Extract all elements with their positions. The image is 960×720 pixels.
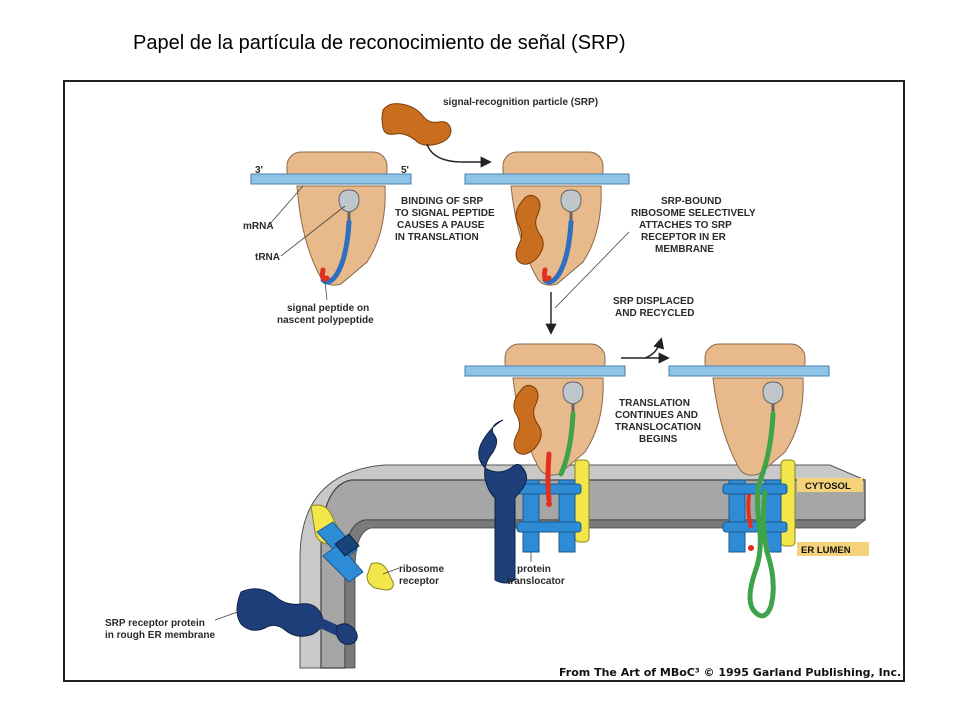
srp-pathway-diagram: 3' 5' signal-recognition particle (SRP) … [105, 97, 901, 679]
ribosome-step3 [464, 343, 626, 553]
mrna-label: mRNA [243, 221, 274, 232]
translation-line-2: CONTINUES AND [615, 410, 698, 421]
er-lumen-tag [797, 542, 869, 556]
binding-caption: BINDING OF SRP TO SIGNAL PEPTIDE CAUSES … [395, 196, 495, 243]
ribosome-receptor-label-1: ribosome [399, 564, 444, 575]
ribosome-step4 [668, 343, 830, 619]
translation-line-3: TRANSLOCATION [615, 422, 701, 433]
binding-line-2: TO SIGNAL PEPTIDE [395, 208, 495, 219]
five-prime-label: 5' [401, 165, 409, 176]
translation-caption: TRANSLATION CONTINUES AND TRANSLOCATION … [615, 398, 701, 445]
srp-bound-line-3: ATTACHES TO SRP [639, 220, 732, 231]
srp-particle [381, 103, 452, 146]
displaced-line-1: SRP DISPLACED [613, 296, 694, 307]
three-prime-label: 3' [255, 165, 263, 176]
srp-label: signal-recognition particle (SRP) [443, 97, 598, 108]
binding-line-4: IN TRANSLATION [395, 232, 479, 243]
cytosol-tag [797, 478, 863, 492]
srp-receptor-label-2: in rough ER membrane [105, 630, 215, 641]
ribosome-receptor-label-2: receptor [399, 576, 439, 587]
slide-title: Papel de la partícula de reconocimiento … [133, 32, 626, 54]
signal-peptide-step1 [320, 267, 330, 282]
srp-bound-line-5: MEMBRANE [655, 244, 714, 255]
srp-receptor-step3 [478, 419, 527, 584]
ribosome-step2 [464, 151, 630, 286]
er-lumen-label: ER LUMEN [801, 545, 851, 556]
srp-bound-line-1: SRP-BOUND [661, 196, 722, 207]
displaced-line-2: AND RECYCLED [615, 308, 694, 319]
arrow-srp-binding [426, 143, 492, 168]
trna-label: tRNA [255, 252, 280, 263]
mrna-strand-step1 [250, 173, 412, 185]
signal-peptide-label-1: signal peptide on [287, 303, 369, 314]
srp-receptor-label-1: SRP receptor protein [105, 618, 205, 629]
membrane-left-detail [236, 504, 394, 645]
protein-translocator-label-1: protein [517, 564, 551, 575]
binding-line-1: BINDING OF SRP [401, 196, 484, 207]
binding-line-3: CAUSES A PAUSE [397, 220, 485, 231]
srp-bound-caption: SRP-BOUND RIBOSOME SELECTIVELY ATTACHES … [631, 196, 756, 255]
signal-peptide-label-2: nascent polypeptide [277, 315, 374, 326]
protein-translocator-label-2: translocator [507, 576, 565, 587]
translation-line-1: TRANSLATION [619, 398, 690, 409]
srp-bound-line-2: RIBOSOME SELECTIVELY [631, 208, 756, 219]
figure-frame: 3' 5' signal-recognition particle (SRP) … [63, 80, 905, 682]
translation-line-4: BEGINS [639, 434, 678, 445]
srp-bound-line-4: RECEPTOR IN ER [641, 232, 727, 243]
figure-credit: From The Art of MBoC³ © 1995 Garland Pub… [559, 666, 901, 679]
cytosol-label: CYTOSOL [805, 481, 851, 492]
